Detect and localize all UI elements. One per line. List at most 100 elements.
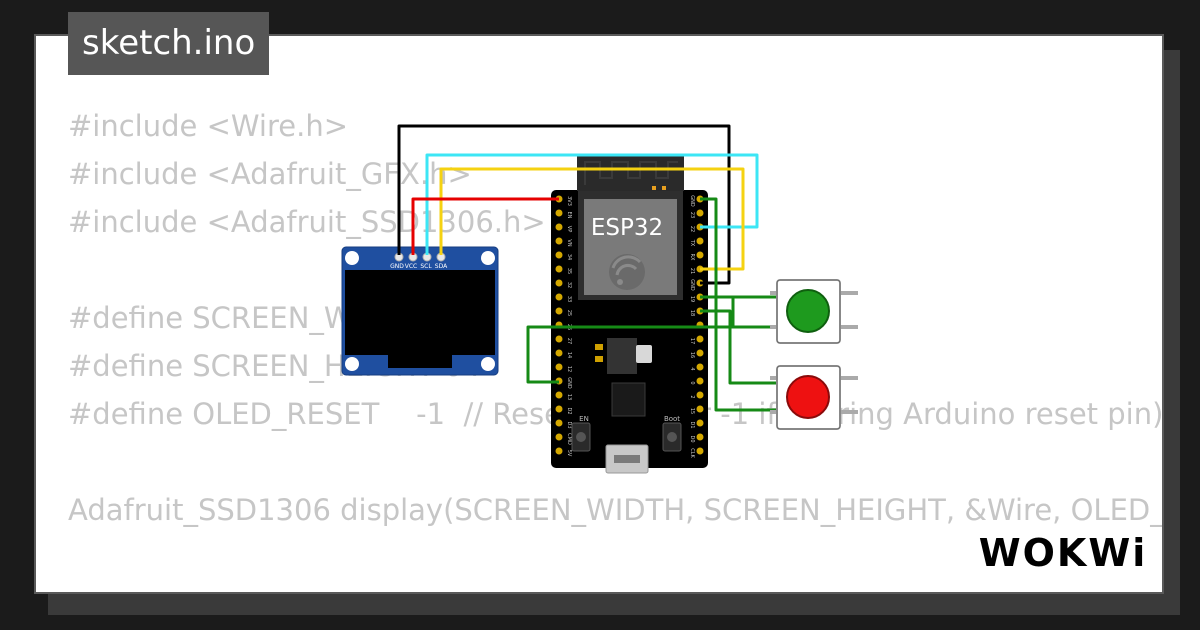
pin-label: 17 xyxy=(689,338,695,344)
esp32-label: ESP32 xyxy=(591,215,663,241)
pin-label: 0 xyxy=(689,381,695,384)
pin-header xyxy=(696,433,704,441)
code-line: #include <Adafruit_SSD1306.h> xyxy=(68,205,546,239)
oled-pin-label: SCL xyxy=(420,263,432,270)
pin-label: 2 xyxy=(689,395,695,398)
pin-label: 16 xyxy=(689,352,695,358)
pin-label: 4 xyxy=(689,367,695,370)
code-line: void setup() { xyxy=(68,582,1162,592)
pin-label: 23 xyxy=(689,212,695,218)
button-leg xyxy=(836,410,858,414)
pin-label: D2 xyxy=(566,407,572,414)
pin-label: 12 xyxy=(566,366,572,372)
wire-green-btn2-b xyxy=(731,295,777,327)
left-pin-header: 3V3ENVPVN343532332526271412GND13D2D3CMD5… xyxy=(555,195,572,457)
pushbutton-red[interactable] xyxy=(770,365,858,430)
mount-hole xyxy=(345,251,359,265)
oled-ribbon xyxy=(388,354,452,368)
usb-chip xyxy=(611,382,646,417)
pin-header xyxy=(555,265,563,273)
smd-part xyxy=(636,345,652,363)
pin-label: 22 xyxy=(689,226,695,232)
pin-header xyxy=(696,237,704,245)
wires xyxy=(397,124,777,412)
pin-header xyxy=(555,251,563,259)
boot-button-cap xyxy=(667,432,677,442)
pin-header xyxy=(696,377,704,385)
wokwi-logo: WOKWi xyxy=(978,528,1148,580)
pin-label: 25 xyxy=(566,310,572,316)
smd-part xyxy=(595,356,603,362)
pin-label: EN xyxy=(566,212,572,219)
espressif-logo-icon xyxy=(609,254,645,290)
pin-header xyxy=(696,335,704,343)
oled-display[interactable]: GND VCC SCL SDA xyxy=(341,246,499,376)
wokwi-logo-icon: WOKWi xyxy=(979,531,1146,575)
pin-header xyxy=(555,433,563,441)
pin-header xyxy=(696,209,704,217)
pin-label: 18 xyxy=(689,310,695,316)
mount-hole xyxy=(481,251,495,265)
pin-label: 14 xyxy=(566,352,572,358)
button-outline xyxy=(776,279,841,344)
usb-port-opening xyxy=(614,455,640,463)
en-button-cap xyxy=(576,432,586,442)
pin-label: 13 xyxy=(566,394,572,400)
en-label: EN xyxy=(579,415,589,423)
wire-red xyxy=(411,197,559,255)
pin-label: D0 xyxy=(689,435,695,442)
button-cap[interactable] xyxy=(786,289,830,333)
mount-hole xyxy=(481,357,495,371)
pin-header xyxy=(696,251,704,259)
code-line: #include <Wire.h> xyxy=(68,109,349,143)
pin-label: TX xyxy=(689,239,695,247)
oled-pin-label: VCC xyxy=(405,263,417,270)
pushbutton-green[interactable] xyxy=(770,279,858,344)
mount-hole xyxy=(345,357,359,371)
wire-green-btn2 xyxy=(700,309,777,385)
pin-label: GND xyxy=(689,195,695,207)
pin-label: RX xyxy=(689,254,695,261)
pin-label: 34 xyxy=(566,254,572,260)
code-preview: #include <Wire.h>#include <Adafruit_GFX.… xyxy=(68,102,1164,592)
pin-label: GND xyxy=(566,377,572,389)
pin-label: 3V3 xyxy=(566,196,572,206)
oled-pin-label: SDA xyxy=(435,263,448,270)
pin-header xyxy=(555,209,563,217)
pin-header xyxy=(555,293,563,301)
oled-pin-label: GND xyxy=(390,263,404,270)
pin-label: 21 xyxy=(689,268,695,274)
pin-label: 32 xyxy=(566,282,572,288)
pin-label: VP xyxy=(566,226,572,232)
wire-cyan xyxy=(425,153,759,255)
pin-label: 19 xyxy=(689,296,695,302)
pin-header xyxy=(555,419,563,427)
regulator xyxy=(607,338,637,374)
esp32-board[interactable]: ESP32 3V3ENVPVN343532332526271412GND13D2… xyxy=(551,155,708,474)
pin-label: D1 xyxy=(689,421,695,428)
code-line: Adafruit_SSD1306 display(SCREEN_WIDTH, S… xyxy=(68,493,1164,527)
pin-header xyxy=(555,349,563,357)
pin-label: GND xyxy=(689,279,695,291)
button-leg xyxy=(836,325,858,329)
button-cap[interactable] xyxy=(786,375,830,419)
button-leg xyxy=(836,376,858,380)
pin-header xyxy=(696,447,704,455)
pin-header xyxy=(696,349,704,357)
pin-header xyxy=(555,363,563,371)
file-tab[interactable]: sketch.ino xyxy=(68,12,270,75)
oled-pin-headers xyxy=(394,252,446,262)
oled-screen xyxy=(345,270,495,355)
led xyxy=(662,186,666,190)
pin-header xyxy=(696,363,704,371)
pin-label: 33 xyxy=(566,296,572,302)
pin-label: D3 xyxy=(566,421,572,428)
pin-label: CMD xyxy=(566,433,572,445)
led xyxy=(652,186,656,190)
pin-header xyxy=(555,335,563,343)
pin-label: 15 xyxy=(689,408,695,414)
pin-header xyxy=(696,419,704,427)
antenna-trace xyxy=(584,161,678,185)
pin-header xyxy=(696,391,704,399)
